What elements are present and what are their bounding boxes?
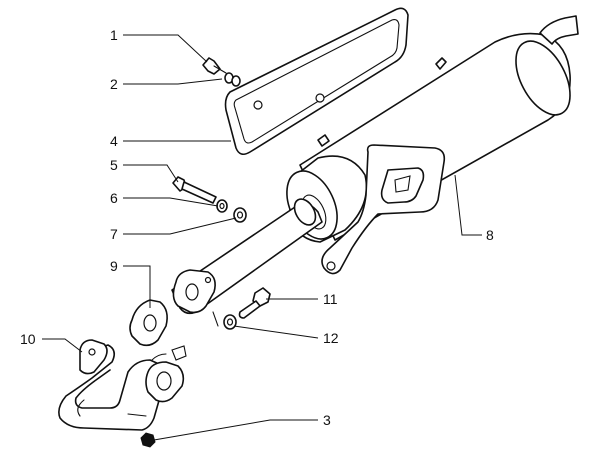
callout-11: 11	[323, 291, 338, 307]
gasket-9	[129, 299, 168, 347]
callout-1: 1	[110, 27, 118, 43]
washer-6	[216, 199, 228, 213]
callout-5: 5	[110, 157, 118, 173]
bolt-5	[172, 176, 217, 204]
heat-shield	[224, 7, 409, 156]
callout-9: 9	[110, 258, 118, 274]
callout-8: 8	[486, 227, 494, 243]
washer-2	[224, 72, 241, 87]
callout-12: 12	[323, 330, 339, 346]
nut-3	[140, 432, 156, 448]
header-pipe-10	[58, 339, 187, 431]
callout-labels: 1 2 4 5 6 7 8 9 10 11 12 3	[20, 27, 494, 428]
leader-lines	[42, 34, 482, 441]
callout-2: 2	[110, 76, 118, 92]
callout-4: 4	[110, 133, 118, 149]
callout-3: 3	[323, 412, 331, 428]
washer-12	[223, 314, 237, 330]
bolt-11	[238, 287, 271, 319]
washer-7	[233, 207, 247, 223]
callout-6: 6	[110, 190, 118, 206]
screw-1	[202, 57, 227, 75]
callout-10: 10	[20, 331, 36, 347]
muffler-bracket	[321, 144, 446, 275]
callout-7: 7	[110, 226, 118, 242]
exhaust-pipe	[171, 198, 323, 327]
